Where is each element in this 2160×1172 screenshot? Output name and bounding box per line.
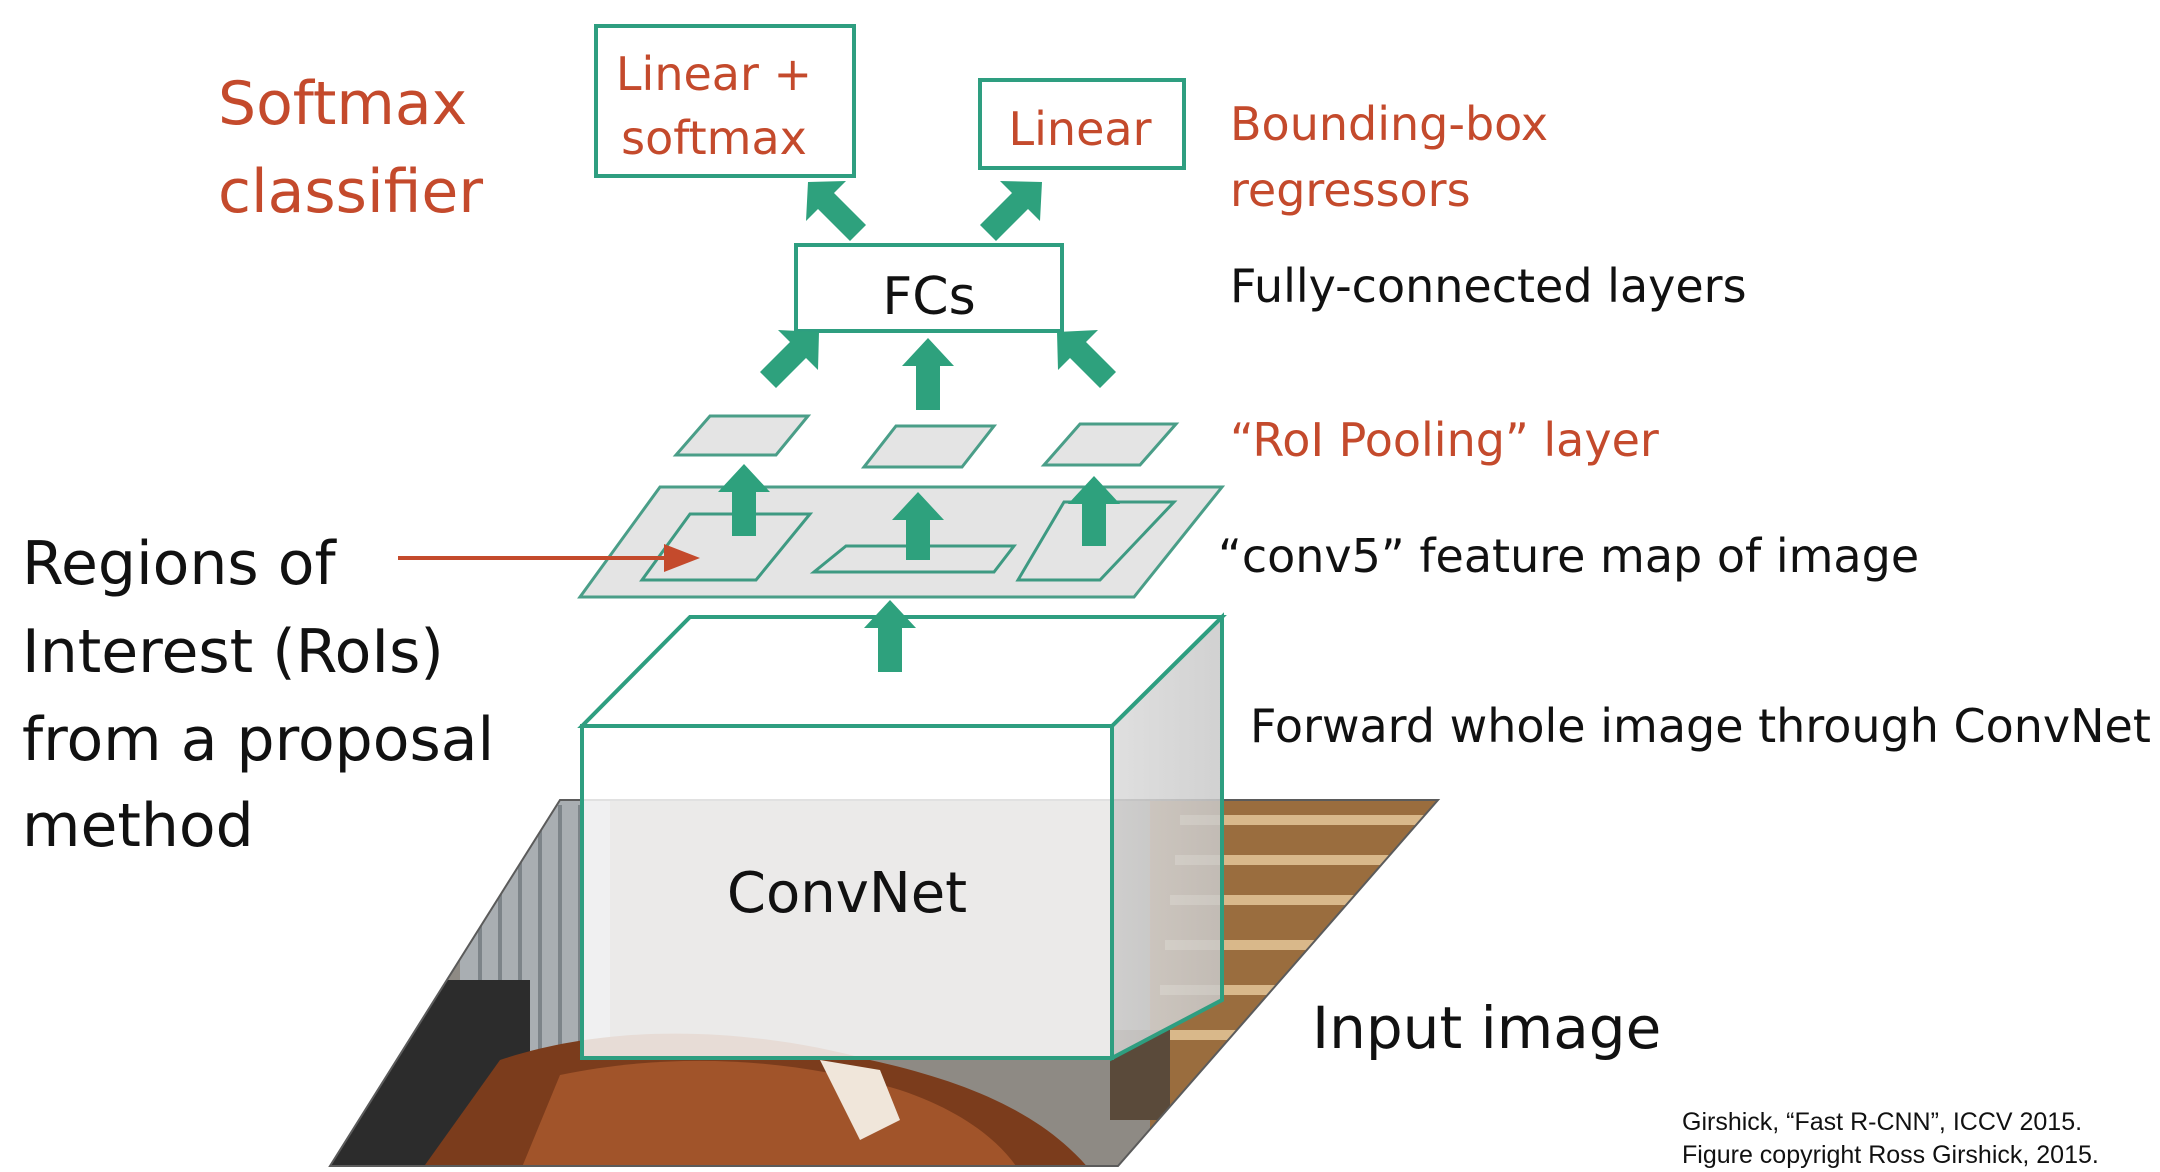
arrow-up-roi-3: [1068, 476, 1120, 546]
linear-label: Linear: [1009, 102, 1152, 156]
pooled-roi-3: [1040, 422, 1180, 467]
linear-box: Linear: [978, 78, 1186, 170]
arrow-up-convnet: [864, 600, 916, 672]
forward-label: Forward whole image through ConvNet: [1250, 699, 2151, 753]
fully-connected-label: Fully-connected layers: [1230, 259, 1747, 313]
roi-region-middle: [809, 544, 1018, 574]
roi-pooling-label: “RoI Pooling” layer: [1230, 413, 1659, 467]
regions-line2: Interest (RoIs): [22, 617, 444, 687]
arrow-pooled-3-to-fcs: [1057, 330, 1116, 388]
convnet-label: ConvNet: [727, 861, 967, 926]
roi-pointer-arrow: [398, 544, 700, 572]
convnet-box: ConvNet: [577, 612, 1227, 1062]
linear-softmax-line2: softmax: [621, 111, 807, 165]
fcs-box: FCs: [794, 243, 1064, 333]
softmax-classifier-line1: Softmax: [218, 69, 467, 139]
bbox-regressors-line2: regressors: [1230, 163, 1471, 217]
arrow-pooled-1-to-fcs: [760, 330, 819, 388]
input-image-label: Input image: [1312, 994, 1661, 1062]
arrow-up-pooled-2: [902, 338, 954, 410]
regions-line4: method: [22, 791, 254, 861]
linear-softmax-line1: Linear +: [616, 47, 812, 101]
citation-line2: Figure copyright Ross Girshick, 2015.: [1682, 1141, 2099, 1169]
fcs-label: FCs: [882, 267, 975, 327]
citation-line1: Girshick, “Fast R-CNN”, ICCV 2015.: [1682, 1108, 2082, 1136]
softmax-classifier-line2: classifier: [218, 157, 483, 227]
pooled-roi-1: [672, 414, 812, 457]
conv5-label: “conv5” feature map of image: [1218, 529, 1919, 583]
conv5-feature-map: [577, 485, 1226, 599]
arrow-up-roi-1: [718, 464, 770, 536]
flow-arrows: [718, 181, 1120, 672]
pooled-roi-2: [860, 424, 998, 469]
arrow-up-roi-2: [892, 492, 944, 560]
regions-line1: Regions of: [22, 529, 337, 599]
arrow-fcs-to-softmax: [806, 181, 866, 241]
linear-softmax-box: Linear + softmax: [594, 24, 856, 178]
roi-region-right: [1015, 500, 1178, 582]
bbox-regressors-line1: Bounding-box: [1230, 97, 1548, 151]
arrow-fcs-to-linear: [980, 181, 1042, 241]
regions-line3: from a proposal: [22, 705, 494, 775]
roi-pooling-outputs: [672, 414, 1180, 469]
